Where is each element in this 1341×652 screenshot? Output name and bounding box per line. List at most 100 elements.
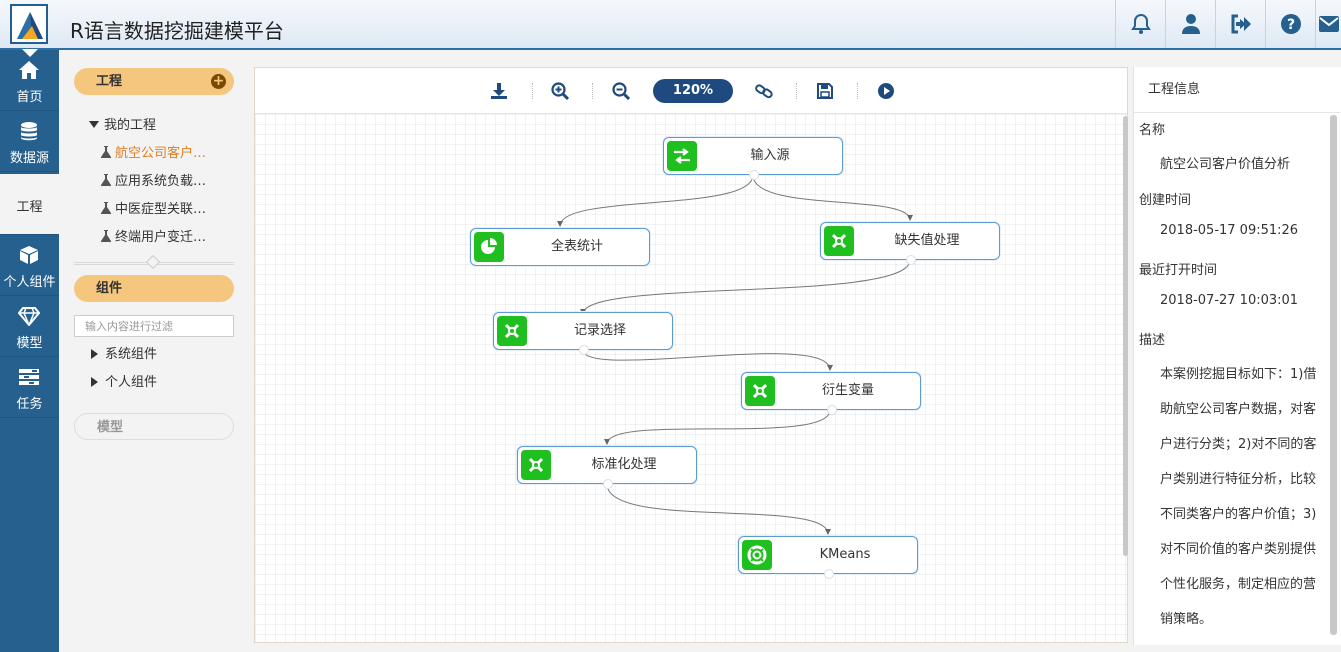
zoom-in-icon[interactable] [549, 80, 571, 102]
project-panel: 工程 + 我的工程 航空公司客户… 应用系统负载… 中医症型关联… 终端用户变迁… [59, 50, 249, 652]
component-group-label: 系统组件 [105, 347, 158, 362]
user-icon[interactable] [1165, 0, 1215, 48]
gear-cross-icon [521, 450, 551, 480]
nav-item-models[interactable]: 模型 [0, 296, 59, 357]
info-desc-value: 本案例挖掘目标如下：1)借 助航空公司客户数据，对客 户进行分类；2)对不同的客… [1160, 367, 1317, 627]
tree-root-label: 我的工程 [104, 118, 157, 133]
flow-connections [557, 174, 913, 535]
info-name-value: 航空公司客户价值分析 [1160, 157, 1291, 172]
output-port[interactable] [603, 479, 613, 489]
splitter-grip-icon [145, 254, 161, 270]
home-icon [19, 61, 39, 79]
component-section-header[interactable]: 组件 [74, 275, 234, 302]
mail-icon[interactable] [1315, 0, 1341, 48]
component-group-personal[interactable]: 个人组件 [91, 371, 157, 390]
flow-node-normalize[interactable]: 标准化处理 [517, 446, 697, 489]
download-icon[interactable] [488, 80, 510, 102]
project-section-header[interactable]: 工程 + [74, 68, 234, 95]
info-created-value: 2018-05-17 09:51:26 [1160, 223, 1299, 238]
edge-n1-n2 [559, 174, 754, 227]
app-header: R语言数据挖掘建模平台 ? [0, 0, 1341, 50]
nav-item-project[interactable]: 工程 [0, 174, 59, 235]
nav-item-tasks[interactable]: 任务 [0, 357, 59, 418]
node-label: 输入源 [750, 148, 790, 163]
flow-node-missing-values[interactable]: 缺失值处理 [820, 222, 1000, 265]
info-panel-title: 工程信息 [1134, 67, 1341, 113]
nav-label: 个人组件 [3, 275, 56, 290]
zoom-out-icon[interactable] [610, 80, 632, 102]
output-port[interactable] [827, 405, 837, 415]
edge-arrow [825, 529, 831, 535]
zoom-level[interactable]: 120% [653, 79, 733, 103]
project-item[interactable]: 终端用户变迁… [101, 226, 221, 245]
flow-node-derived-variable[interactable]: 衍生变量 [741, 372, 921, 415]
swap-icon [667, 141, 697, 171]
workflow-canvas: 120% [254, 67, 1128, 643]
diamond-icon [18, 307, 40, 326]
save-icon[interactable] [814, 80, 836, 102]
edge-arrow [557, 221, 563, 227]
canvas-scrollbar[interactable] [1123, 116, 1128, 556]
bell-icon[interactable] [1115, 0, 1165, 48]
output-port[interactable] [906, 255, 916, 265]
project-item[interactable]: 中医症型关联… [101, 198, 221, 217]
edge-arrow [827, 365, 833, 371]
info-opened-value: 2018-07-27 10:03:01 [1160, 293, 1299, 308]
info-scrollbar[interactable] [1330, 115, 1337, 635]
link-icon[interactable] [753, 80, 775, 102]
node-label: KMeans [819, 547, 871, 562]
project-item[interactable]: 应用系统负载… [101, 170, 221, 189]
project-item[interactable]: 航空公司客户… [101, 142, 221, 161]
model-section-header[interactable]: 模型 [74, 413, 234, 440]
add-project-icon[interactable]: + [211, 73, 226, 89]
app-logo [10, 4, 48, 44]
flask-icon [101, 174, 111, 186]
edge-n5-n6 [606, 409, 831, 445]
node-label: 全表统计 [550, 239, 603, 254]
collapse-icon [91, 377, 98, 387]
flow-node-kmeans[interactable]: KMeans [738, 536, 918, 579]
nav-label: 工程 [16, 200, 43, 215]
info-opened-key: 最近打开时间 [1139, 263, 1218, 278]
edge-arrow [907, 215, 913, 221]
flask-icon [101, 146, 111, 158]
edge-n3-n4 [582, 259, 911, 315]
help-icon[interactable]: ? [1265, 0, 1315, 48]
info-name-key: 名称 [1139, 123, 1166, 138]
panel-splitter[interactable] [74, 254, 234, 270]
gear-cross-icon [497, 316, 527, 346]
component-group-label: 个人组件 [105, 375, 158, 390]
output-port[interactable] [749, 170, 759, 180]
component-filter-input[interactable] [74, 315, 234, 337]
component-group-system[interactable]: 系统组件 [91, 343, 157, 362]
toolbar-separator [532, 83, 533, 99]
project-tree-root[interactable]: 我的工程 [89, 114, 156, 133]
project-item-label: 应用系统负载… [115, 174, 207, 189]
nav-item-personal-components[interactable]: 个人组件 [0, 235, 59, 296]
canvas-grid[interactable] [255, 114, 1127, 642]
flow-node-table-stats[interactable]: 全表统计 [470, 228, 650, 266]
info-created-key: 创建时间 [1139, 193, 1192, 208]
pie-icon [474, 232, 504, 262]
canvas-toolbar: 120% [255, 68, 1127, 114]
info-desc-key: 描述 [1139, 333, 1166, 348]
flow-node-record-select[interactable]: 记录选择 [493, 312, 673, 355]
logout-icon[interactable] [1215, 0, 1265, 48]
gear-cross-icon [824, 226, 854, 256]
output-port[interactable] [579, 345, 589, 355]
run-icon[interactable] [875, 80, 897, 102]
node-label: 记录选择 [573, 323, 626, 338]
database-icon [21, 122, 37, 141]
flask-icon [101, 230, 111, 242]
project-item-label: 航空公司客户… [115, 146, 207, 161]
node-label: 标准化处理 [591, 457, 657, 472]
main-nav: 首页 数据源 工程 个人组件 模型 任务 [0, 49, 59, 652]
nav-item-home[interactable]: 首页 [0, 50, 59, 111]
edge-n1-n3 [752, 174, 911, 221]
output-port[interactable] [824, 569, 834, 579]
toolbar-separator [857, 83, 858, 99]
node-label: 衍生变量 [821, 383, 874, 398]
nav-item-datasource[interactable]: 数据源 [0, 111, 59, 172]
app-title: R语言数据挖掘建模平台 [70, 19, 284, 43]
flow-node-input[interactable]: 输入源 [663, 137, 843, 180]
